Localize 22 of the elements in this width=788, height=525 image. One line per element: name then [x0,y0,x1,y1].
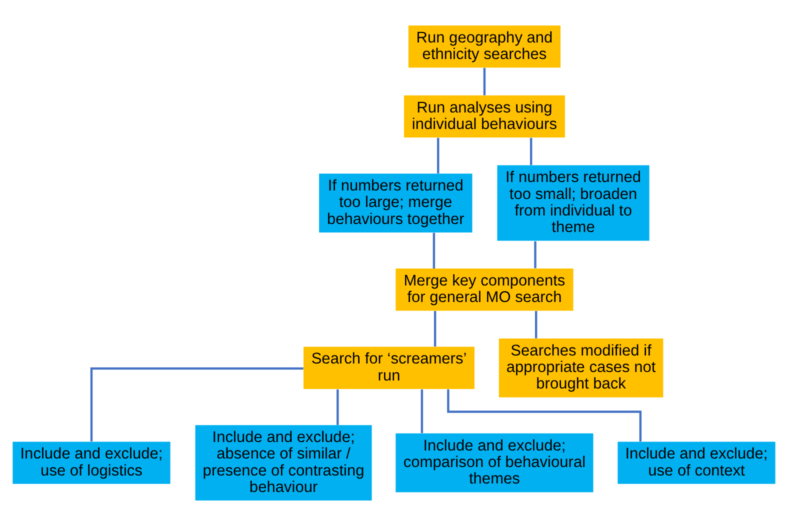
node-box: Merge key components for general MO search [396,268,574,310]
node-box: Run geography and ethnicity searches [408,24,561,68]
connector [336,388,339,424]
node-box: Searches modified if appropriate cases not brought back [498,338,664,397]
connector [432,232,436,268]
connector [447,388,642,441]
node-box: Run analyses using individual behaviours [404,94,565,138]
connector [437,137,440,173]
connector [90,366,304,441]
node-box: Include and exclude; use of context [618,441,776,484]
node-box: Include and exclude; absence of similar / presence of contrasting behaviour [195,424,372,500]
node-box: Include and exclude; use of logistics [12,441,170,484]
node-box: Search for ‘screamers’ run [304,346,474,388]
connector [534,240,536,268]
connector [483,67,486,95]
connector [530,137,532,165]
node-box: Include and exclude; comparison of behavioural themes [396,432,594,492]
connector [534,310,538,338]
node-box: If numbers returned too large; merge behaviours together [319,173,472,232]
node-box: If numbers returned too small; broaden from individual to theme [497,164,650,240]
connector [434,310,436,346]
connector [420,388,424,433]
